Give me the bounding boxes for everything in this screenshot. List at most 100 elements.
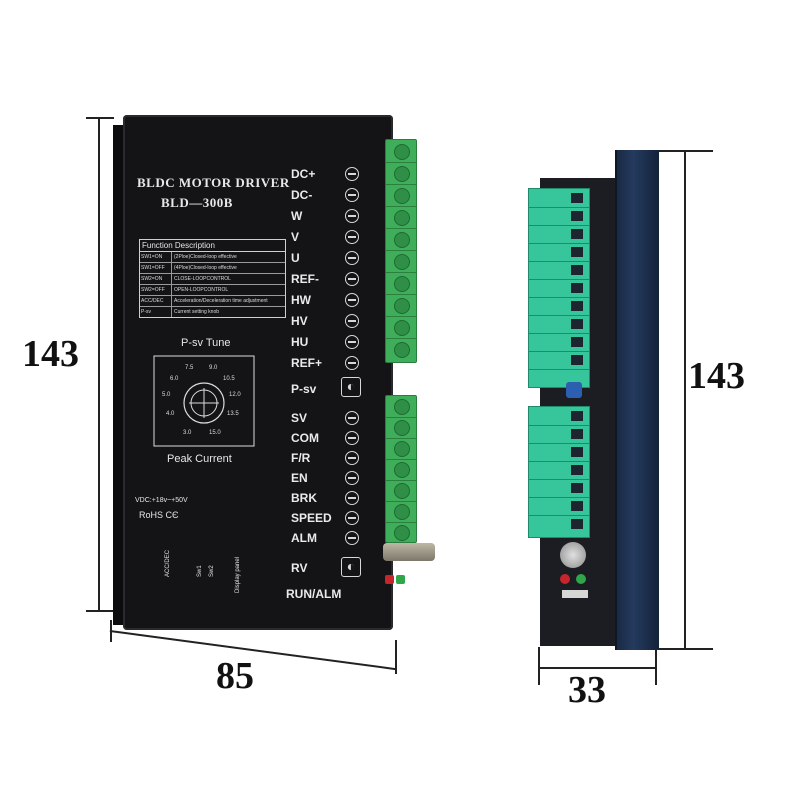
voltage-rating: VDC:+18v~+50V: [135, 497, 188, 504]
screw-icon: [345, 491, 359, 505]
side-led-red-icon: [560, 574, 570, 584]
dial-tick-label: 5.0: [162, 392, 171, 398]
screw-icon: [345, 451, 359, 465]
terminal-label-com: COM: [291, 431, 319, 445]
screw-icon: [345, 411, 359, 425]
dim-line-front-height: [98, 117, 100, 611]
dial-tick-label: 13.5: [227, 411, 239, 417]
heatsink: [615, 150, 659, 650]
screw-icon: [345, 431, 359, 445]
label-sw2: Sw2: [209, 565, 215, 577]
terminal-label-brk: BRK: [291, 491, 317, 505]
terminal-label-fr: F/R: [291, 451, 311, 465]
side-led-green-icon: [576, 574, 586, 584]
screw-icon: [345, 335, 359, 349]
screw-icon: [345, 314, 359, 328]
terminal-label-hw: HW: [291, 293, 311, 307]
terminal-label-ref-plus: REF+: [291, 356, 323, 370]
table-row: SW1=ON(2Ploe)Closed-loop effective: [140, 252, 285, 263]
screw-icon: [345, 471, 359, 485]
dial-tick-label: 3.0: [183, 430, 192, 436]
label-display-panel: Display panel: [235, 556, 241, 593]
front-panel: BLDC MOTOR DRIVER BLD—300B Function Desc…: [123, 115, 393, 630]
dim-line-side-height: [684, 151, 686, 649]
screw-icon: [345, 511, 359, 525]
screw-icon: [345, 531, 359, 545]
terminal-label-alm: ALM: [291, 531, 317, 545]
dim-tick-top-side: [655, 150, 713, 152]
side-knob[interactable]: [560, 542, 586, 568]
dial-tick-label: 10.5: [223, 376, 235, 382]
certification-marks: RoHS СЄ: [139, 510, 179, 520]
dial-subtitle: Peak Current: [167, 453, 232, 465]
terminal-label-v: V: [291, 230, 300, 244]
psv-knob-icon[interactable]: ◐: [341, 377, 361, 397]
dim-tick-right-side: [655, 647, 657, 685]
terminal-label-speed: SPEED: [291, 511, 332, 525]
knob-shaft[interactable]: [383, 543, 435, 561]
driver-side-view: [528, 150, 660, 660]
dim-tick-left-side: [538, 647, 540, 685]
dial-tick-label: 6.0: [170, 376, 179, 382]
terminal-label-dc-minus: DC-: [291, 188, 313, 202]
dial-tick-label: 4.0: [166, 411, 175, 417]
dim-tick-right-width: [395, 640, 397, 674]
terminal-label-psv: P-sv: [291, 382, 317, 396]
dim-tick-left-width: [110, 620, 112, 642]
screw-icon: [345, 251, 359, 265]
label-acc-dec: ACC/DEC: [165, 549, 171, 577]
dim-tick-bottom-side: [655, 648, 713, 650]
screw-icon: [345, 188, 359, 202]
dial-tick-label: 9.0: [209, 365, 218, 371]
side-lower-terminal-block: [528, 406, 590, 538]
screw-icon: [345, 272, 359, 286]
dim-tick-top-front: [86, 117, 114, 119]
rv-knob-icon[interactable]: ◐: [341, 557, 361, 577]
lower-terminal-block: [385, 395, 417, 543]
table-row: SW1=OFF(4Ploe)Closed-loop effective: [140, 263, 285, 274]
terminal-label-sv: SV: [291, 411, 308, 425]
label-sw1: Sw1: [197, 565, 203, 577]
dial-title: P-sv Tune: [181, 337, 231, 349]
dial-tick-label: 7.5: [185, 365, 194, 371]
led-green-icon: [396, 575, 405, 584]
terminal-label-rv: RV: [291, 561, 308, 575]
dial-tick-label: 15.0: [209, 430, 221, 436]
screw-icon: [345, 293, 359, 307]
function-description-heading: Function Description: [140, 240, 285, 252]
driver-front-view: BLDC MOTOR DRIVER BLD—300B Function Desc…: [113, 105, 435, 645]
dim-front-width: 85: [216, 655, 254, 697]
dim-line-side-width: [538, 667, 656, 669]
screw-icon: [345, 209, 359, 223]
terminal-label-run-alm: RUN/ALM: [286, 587, 342, 601]
terminal-label-dc-plus: DC+: [291, 167, 316, 181]
terminal-label-en: EN: [291, 471, 308, 485]
psv-dial-graphic: 7.5 9.0 6.0 10.5 5.0 12.0 4.0 13.5 3.0 1…: [153, 355, 255, 447]
terminal-label-ref-minus: REF-: [291, 272, 319, 286]
dim-front-height: 143: [22, 333, 79, 375]
screw-icon: [345, 167, 359, 181]
dial-tick-label: 12.0: [229, 392, 241, 398]
side-upper-terminal-block: [528, 188, 590, 388]
screw-icon: [345, 230, 359, 244]
upper-terminal-block: [385, 139, 417, 363]
side-bottom-socket: [562, 590, 588, 598]
screw-icon: [345, 356, 359, 370]
dial-knob-outer: [183, 382, 225, 424]
side-potentiometer-icon[interactable]: [566, 382, 582, 398]
panel-model: BLD—300B: [161, 195, 233, 210]
terminal-label-hv: HV: [291, 314, 308, 328]
dim-tick-bottom-front: [86, 610, 114, 612]
dim-side-width: 33: [568, 669, 606, 711]
function-description-table: Function Description SW1=ON(2Ploe)Closed…: [139, 239, 286, 318]
dim-side-height: 143: [688, 355, 745, 397]
terminal-label-u: U: [291, 251, 300, 265]
terminal-label-hu: HU: [291, 335, 309, 349]
terminal-label-w: W: [291, 209, 303, 223]
panel-title: BLDC MOTOR DRIVER: [137, 175, 290, 190]
